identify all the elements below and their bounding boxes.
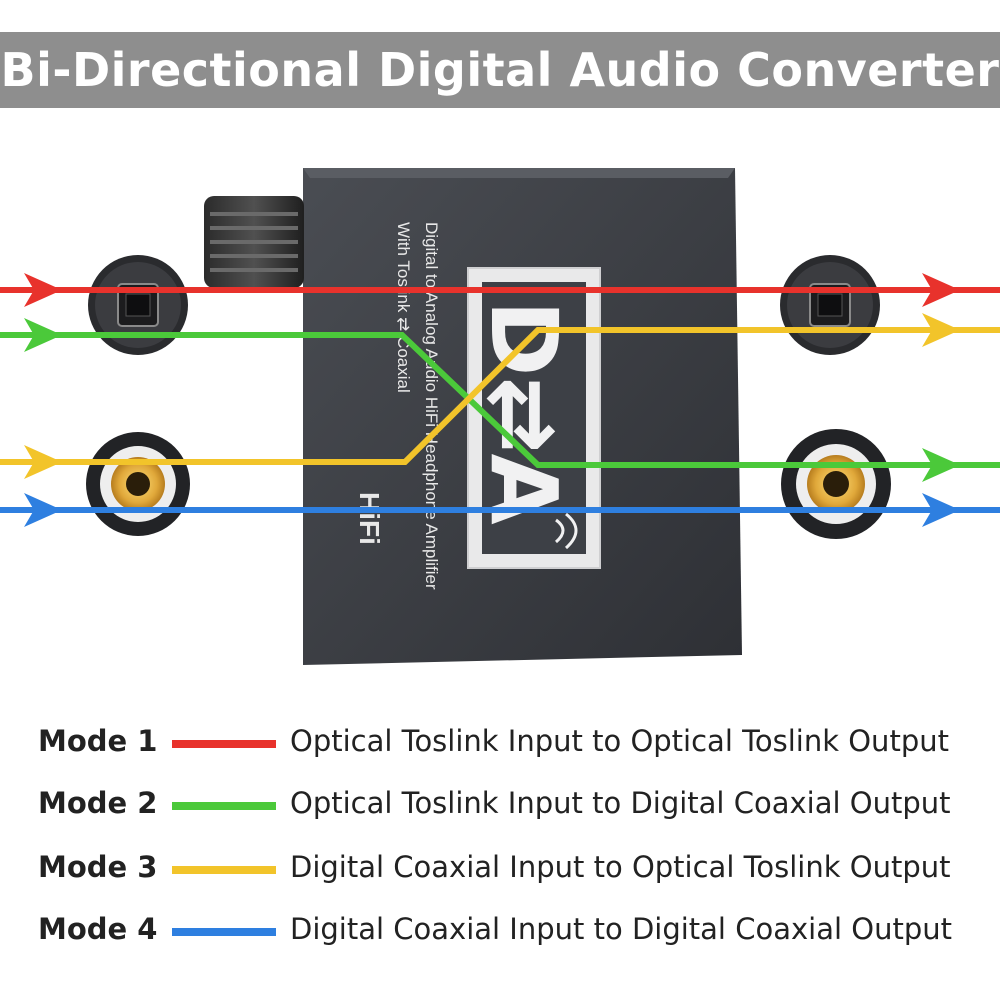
signal-paths (0, 287, 1000, 513)
volume-knob[interactable] (204, 196, 304, 288)
sound-wave-icon (554, 512, 578, 550)
signal-arrows (24, 273, 960, 527)
legend-row-mode-3: Mode 3 Digital Coaxial Input to Optical … (0, 838, 1000, 894)
mode-description: Optical Toslink Input to Digital Coaxial… (290, 786, 951, 820)
device-vertical-text-1: Digital to Analog Audio HiFi Headphone A… (422, 222, 441, 590)
mode-label: Mode 1 (38, 724, 158, 758)
mode-legend: Mode 1 Optical Toslink Input to Optical … (0, 712, 1000, 972)
mode-3-path (0, 327, 1000, 465)
arrow-icon (24, 445, 62, 479)
converter-diagram: Digital to Analog Audio HiFi Headphone A… (0, 168, 1000, 665)
device-top-edge (303, 168, 735, 178)
mode-color-swatch (172, 802, 276, 810)
left-coaxial-port[interactable] (86, 432, 190, 536)
mode-label: Mode 4 (38, 912, 158, 946)
mode-label: Mode 3 (38, 850, 158, 884)
title-banner: Bi-Directional Digital Audio Converter (0, 32, 1000, 108)
arrow-icon (24, 318, 62, 352)
arrow-icon (24, 493, 62, 527)
mode-color-swatch (172, 866, 276, 874)
mode-description: Digital Coaxial Input to Digital Coaxial… (290, 912, 952, 946)
arrow-icon (922, 273, 960, 307)
arrow-icon (922, 313, 960, 347)
hifi-label: HiFi (354, 492, 385, 545)
legend-row-mode-4: Mode 4 Digital Coaxial Input to Digital … (0, 900, 1000, 956)
right-optical-port[interactable] (780, 255, 880, 355)
legend-row-mode-1: Mode 1 Optical Toslink Input to Optical … (0, 712, 1000, 768)
legend-row-mode-2: Mode 2 Optical Toslink Input to Digital … (0, 774, 1000, 830)
arrow-icon (922, 493, 960, 527)
device-vertical-text-2: With Toslink ⇄ Coaxial (394, 222, 413, 393)
mode-description: Optical Toslink Input to Optical Toslink… (290, 724, 949, 758)
mode-color-swatch (172, 740, 276, 748)
arrow-icon (922, 448, 960, 482)
mode-description: Digital Coaxial Input to Optical Toslink… (290, 850, 951, 884)
arrow-icon (24, 273, 62, 307)
mode-label: Mode 2 (38, 786, 158, 820)
converter-device: Digital to Analog Audio HiFi Headphone A… (204, 168, 742, 665)
da-logo-text: D⇄A (470, 300, 577, 525)
left-optical-port[interactable] (88, 255, 188, 355)
mode-color-swatch (172, 928, 276, 936)
right-coaxial-port[interactable] (781, 429, 891, 539)
page-title: Bi-Directional Digital Audio Converter (0, 43, 1000, 97)
